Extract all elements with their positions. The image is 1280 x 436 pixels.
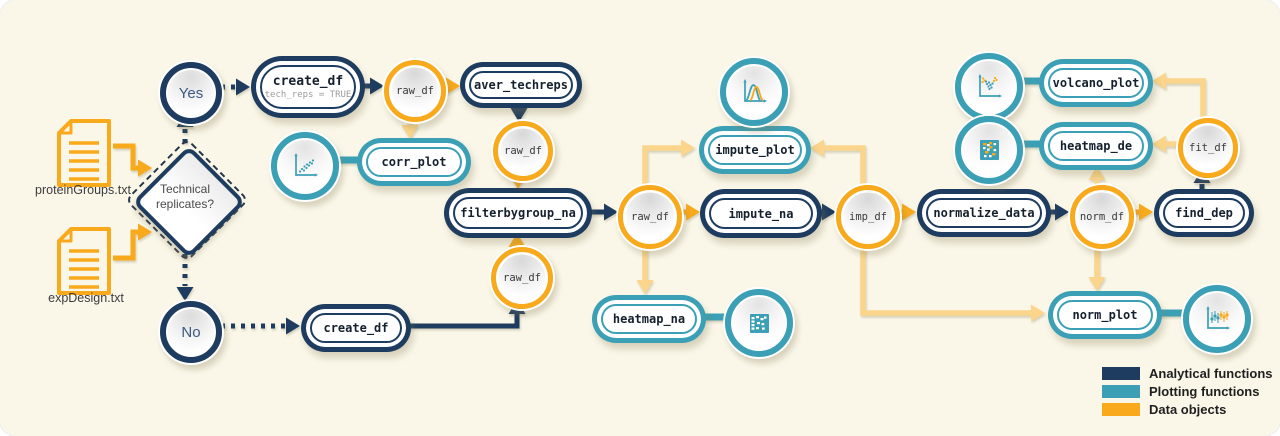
node-label: heatmap_de [1059,139,1133,153]
node-label: create_df [323,321,389,335]
node-filterbygroup-na: filterbygroup_na [453,197,583,229]
node-heatmap-na: heatmap_na [601,304,697,334]
volcano-scatter-icon [955,53,1023,121]
node-create-df-no: create_df [310,313,402,343]
file-label-proteingroups: proteinGroups.txt [35,183,131,197]
data-object-fit-df: fit_df [1178,118,1238,178]
data-object-imp-df: imp_df [836,185,900,249]
data-object-raw-df-3: raw_df [491,247,553,309]
analytical-edges [361,83,1205,329]
decision-no-node: No [160,301,222,363]
node-label: corr_plot [381,155,447,169]
decision-dotted-edges [182,84,286,329]
legend-swatch-analytical [1102,366,1140,380]
no-label: No [181,323,201,341]
file-label-expdesign: expDesign.txt [48,291,124,305]
legend-label: Data objects [1149,401,1227,417]
legend-swatch-data-objects [1102,402,1140,416]
legend-item-analytical: Analytical functions [1102,365,1273,381]
node-label: normalize_data [933,206,1035,220]
node-label: create_df [272,74,344,89]
node-label: filterbygroup_na [460,206,576,220]
node-aver-techreps: aver_techreps [469,71,573,99]
data-object-raw-df-2: raw_df [493,121,553,181]
node-create-df-yes: create_df tech_reps = TRUE [260,65,356,109]
legend-swatch-plotting [1102,384,1140,398]
data-object-raw-df-1: raw_df [384,60,446,122]
node-label: norm_plot [1072,308,1138,322]
node-impute-plot: impute_plot [708,135,802,165]
node-label: impute_na [728,206,794,221]
density-plot-icon [720,58,788,126]
node-impute-na: impute_na [709,198,813,229]
decision-yes-node: Yes [160,62,222,124]
correlation-scatter-icon [271,132,339,200]
node-label: impute_plot [715,143,795,157]
plot-input-arrowheads [401,72,1166,322]
node-label: volcano_plot [1052,76,1140,90]
legend-label: Plotting functions [1149,383,1260,399]
node-sublabel: tech_reps = TRUE [264,90,352,100]
data-object-norm-df: norm_df [1070,185,1134,249]
decision-question: Technical replicates? [155,182,215,211]
node-label: find_dep [1175,206,1233,220]
node-heatmap-de: heatmap_de [1048,131,1144,161]
legend-item-plotting: Plotting functions [1102,383,1259,399]
node-norm-plot: norm_plot [1057,300,1153,330]
document-icon [57,119,111,187]
node-corr-plot: corr_plot [366,147,462,177]
data-object-raw-df-4: raw_df [618,185,682,249]
node-normalize-data: normalize_data [926,198,1042,228]
legend-item-data-objects: Data objects [1102,401,1226,417]
data-arrowheads [138,77,1153,247]
node-label: heatmap_na [612,312,686,326]
document-icon [57,227,111,295]
node-find-dep: find_dep [1163,198,1245,228]
boxplot-icon [1183,285,1251,353]
heatmap-missing-icon [725,289,793,357]
node-label: aver_techreps [474,78,568,92]
legend-label: Analytical functions [1149,365,1273,381]
yes-label: Yes [178,84,204,102]
heatmap-de-icon [955,116,1023,184]
node-volcano-plot: volcano_plot [1048,68,1144,98]
